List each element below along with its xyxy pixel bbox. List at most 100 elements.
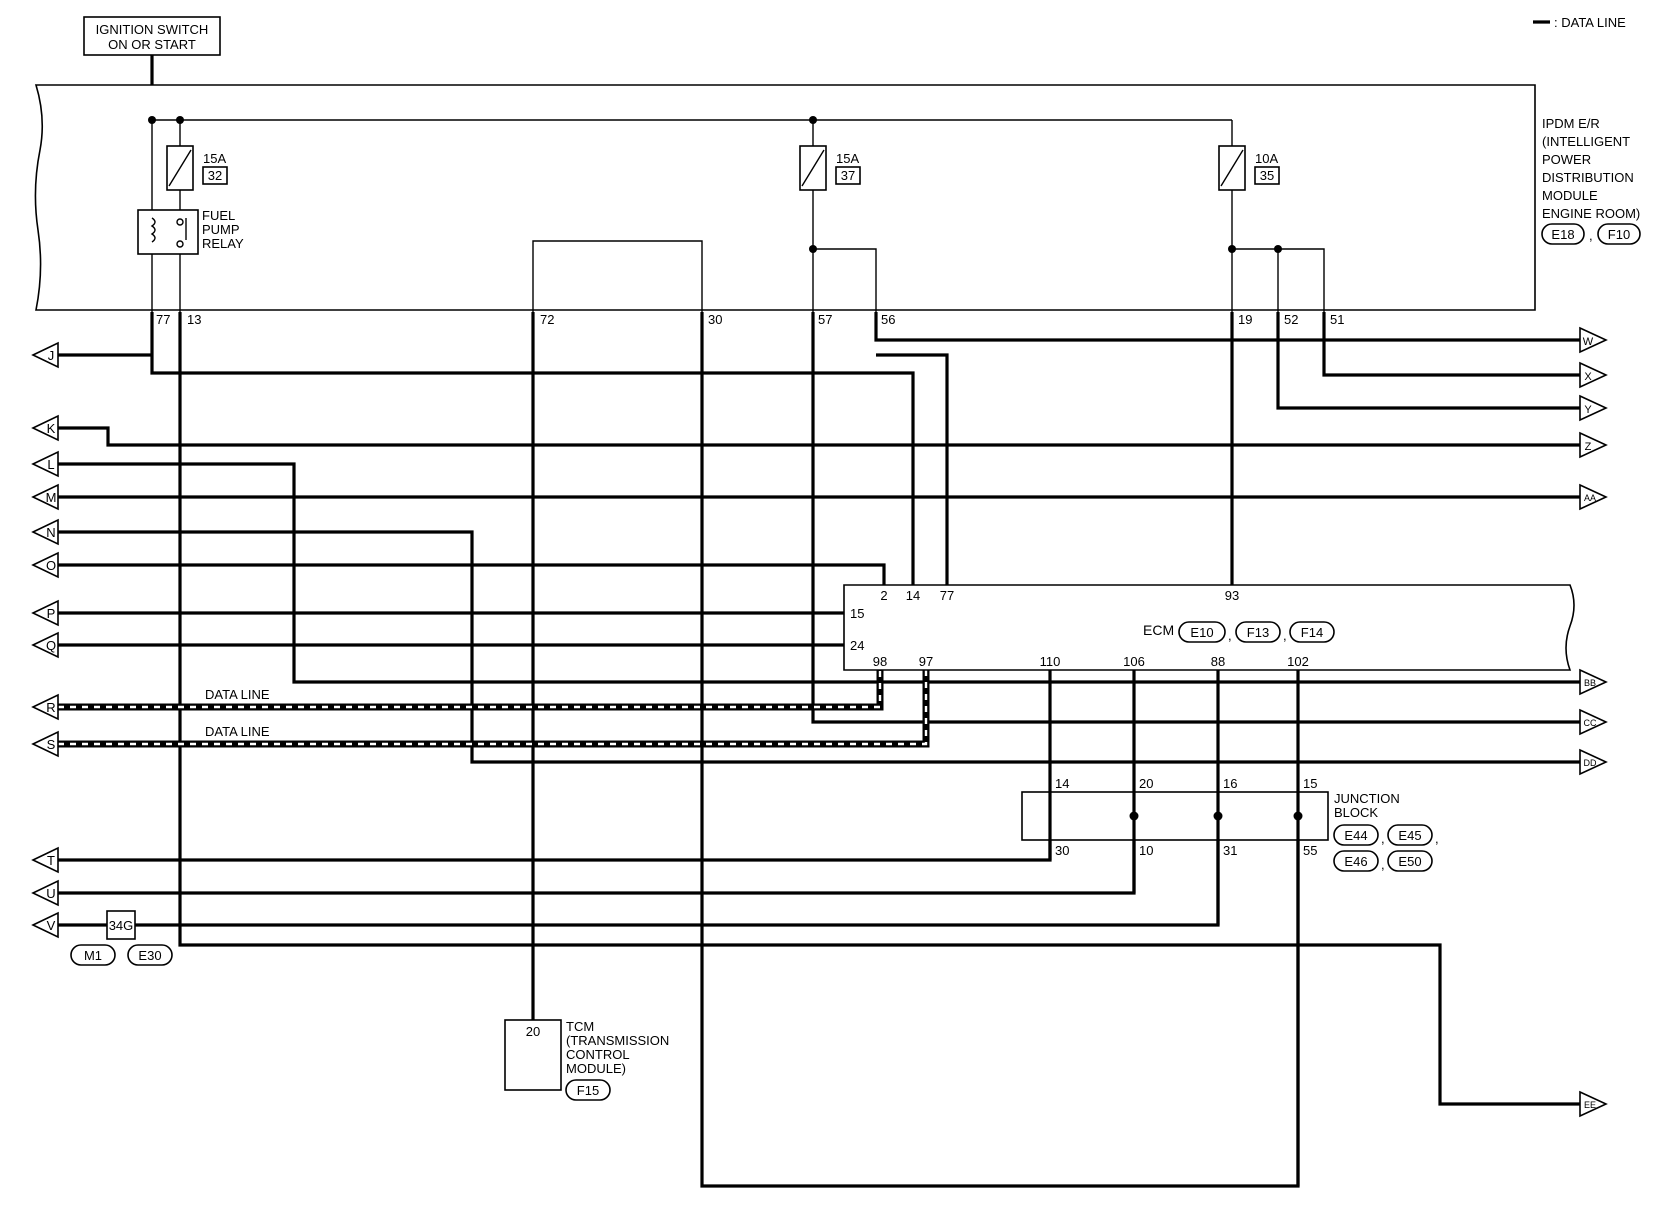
fuel-pump-relay: FUEL PUMP RELAY: [137, 208, 244, 255]
fuse-35: 10A 35: [1218, 145, 1280, 191]
svg-text:T: T: [47, 853, 55, 868]
terminal-j: J: [31, 341, 59, 369]
tcm-label-3: CONTROL: [566, 1047, 630, 1062]
tcm: 20 TCM (TRANSMISSION CONTROL MODULE) F15: [504, 1019, 669, 1101]
terminal-cc: CC: [1579, 708, 1608, 736]
jb-pin-14: 14: [1055, 776, 1069, 791]
fuse-35-amps: 10A: [1255, 151, 1278, 166]
fuse-37: 15A 37: [799, 145, 861, 191]
connector-f15-badge: [565, 1079, 611, 1101]
ipdm-enclosure: IPDM E/R (INTELLIGENT POWER DISTRIBUTION…: [34, 84, 1641, 311]
ipdm-pin-51: 51: [1330, 312, 1344, 327]
relay-label-3: RELAY: [202, 236, 244, 251]
ecm-pin-98: 98: [873, 654, 887, 669]
jb-label-2: BLOCK: [1334, 805, 1378, 820]
ipdm-pin-52: 52: [1284, 312, 1298, 327]
jb-pin-30: 30: [1055, 843, 1069, 858]
ipdm-line6: ENGINE ROOM): [1542, 206, 1640, 221]
ipdm-line5: MODULE: [1542, 188, 1598, 203]
joint-connector-label: 34G: [109, 918, 134, 933]
connector-e46-badge: [1333, 850, 1379, 872]
connector-e10-label: E10: [1190, 625, 1213, 640]
left-terminals: J K L M N O P Q R S T U V: [31, 341, 59, 939]
svg-text:,: ,: [1435, 831, 1439, 846]
svg-text:J: J: [48, 348, 55, 363]
ignition-switch: IGNITION SWITCH ON OR START: [83, 16, 221, 85]
connector-f10-label: F10: [1608, 227, 1630, 242]
terminal-aa: AA: [1579, 483, 1608, 511]
ecm-pin-88: 88: [1211, 654, 1225, 669]
svg-text:S: S: [47, 737, 56, 752]
terminal-w: W: [1579, 326, 1608, 354]
tcm-pin-20: 20: [526, 1024, 540, 1039]
ipdm-line2: (INTELLIGENT: [1542, 134, 1630, 149]
connector-f13-label: F13: [1247, 625, 1269, 640]
connector-e50-label: E50: [1398, 854, 1421, 869]
terminal-y: Y: [1579, 394, 1608, 422]
ecm-pin-2: 2: [880, 588, 887, 603]
ipdm-pin-labels: 77 13 72 30 57 56 19 52 51: [156, 312, 1344, 327]
ipdm-line3: POWER: [1542, 152, 1591, 167]
svg-text:,: ,: [1381, 857, 1385, 872]
ipdm-pin-19: 19: [1238, 312, 1252, 327]
ecm-pin-24: 24: [850, 638, 864, 653]
connector-e44-badge: [1333, 824, 1379, 846]
svg-text:Y: Y: [1584, 404, 1592, 416]
fuse-32: 15A 32: [166, 145, 228, 191]
terminal-z: Z: [1579, 431, 1608, 459]
connector-e30-label: E30: [138, 948, 161, 963]
terminal-v: V: [31, 911, 59, 939]
connector-e50-badge: [1387, 850, 1433, 872]
ignition-switch-line1: IGNITION SWITCH: [96, 22, 209, 37]
terminal-m: M: [31, 483, 59, 511]
svg-text:DD: DD: [1584, 758, 1597, 768]
jb-pin-55: 55: [1303, 843, 1317, 858]
svg-text:,: ,: [1381, 831, 1385, 846]
svg-text:K: K: [47, 421, 56, 436]
connector-f14-badge: [1289, 621, 1335, 643]
connector-f14-label: F14: [1301, 625, 1323, 640]
svg-text:Q: Q: [46, 638, 56, 653]
harness-wires: [58, 312, 1580, 1188]
ipdm-internal-wiring: [148, 116, 1325, 312]
terminal-n: N: [31, 518, 59, 546]
ecm-label: ECM: [1143, 622, 1174, 638]
ecm: 2 14 77 93 15 24 ECM E10 , F13 , F14 98 …: [843, 584, 1575, 671]
ecm-pin-93: 93: [1225, 588, 1239, 603]
svg-text:EE: EE: [1584, 1100, 1596, 1110]
fuse-35-number: 35: [1260, 168, 1274, 183]
svg-text:BB: BB: [1584, 678, 1596, 688]
svg-text:,: ,: [1283, 628, 1287, 643]
relay-label-1: FUEL: [202, 208, 235, 223]
fuse-32-amps: 15A: [203, 151, 226, 166]
fuse-37-amps: 15A: [836, 151, 859, 166]
terminal-s: S: [31, 730, 59, 758]
terminal-o: O: [31, 551, 59, 579]
svg-text:U: U: [46, 886, 55, 901]
svg-text:M: M: [46, 490, 57, 505]
connector-f15-label: F15: [577, 1083, 599, 1098]
legend-label: : DATA LINE: [1554, 15, 1626, 30]
terminal-bb: BB: [1579, 668, 1608, 696]
tcm-label-4: MODULE): [566, 1061, 626, 1076]
connector-m1-badge: [70, 944, 116, 966]
fuse-37-number: 37: [841, 168, 855, 183]
ipdm-pin-56: 56: [881, 312, 895, 327]
svg-text:V: V: [47, 918, 56, 933]
connector-e18-badge: [1541, 223, 1585, 245]
terminal-dd: DD: [1579, 748, 1608, 776]
ecm-pin-102: 102: [1287, 654, 1309, 669]
jb-pin-20: 20: [1139, 776, 1153, 791]
svg-text:R: R: [46, 700, 55, 715]
tcm-label-1: TCM: [566, 1019, 594, 1034]
ipdm-pin-30: 30: [708, 312, 722, 327]
terminal-r: R: [31, 693, 59, 721]
terminal-k: K: [31, 414, 59, 442]
connector-e45-label: E45: [1398, 828, 1421, 843]
svg-text:N: N: [46, 525, 55, 540]
svg-text:CC: CC: [1584, 718, 1597, 728]
ipdm-line4: DISTRIBUTION: [1542, 170, 1634, 185]
data-lines: DATA LINE DATA LINE: [58, 668, 930, 748]
svg-text:O: O: [46, 558, 56, 573]
connector-f10-badge: [1597, 223, 1641, 245]
